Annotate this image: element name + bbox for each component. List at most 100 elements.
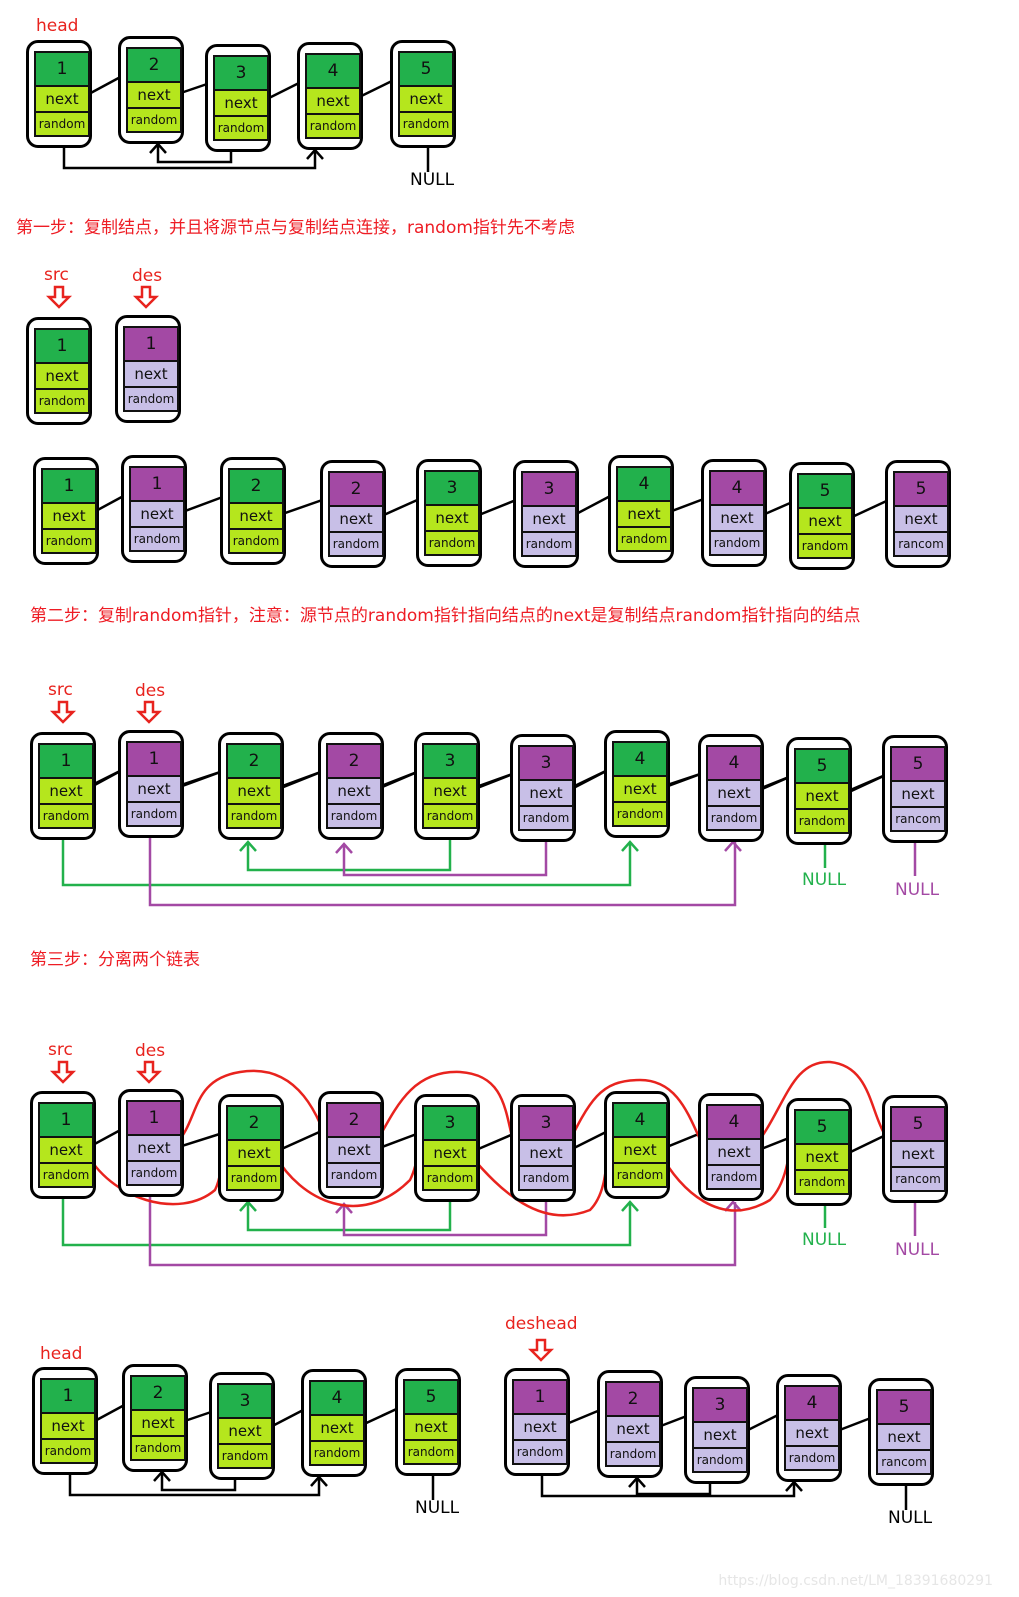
node-fields: 5 next random	[794, 748, 850, 834]
random-field: random	[426, 532, 478, 554]
node-value: 4	[708, 747, 760, 781]
node-value: 1	[131, 468, 183, 502]
next-field: next	[228, 779, 280, 805]
random-pointer-line	[148, 830, 737, 907]
node-fields: 1 next random	[40, 1378, 96, 1464]
arrowhead-icon	[785, 1480, 803, 1492]
node-value: 2	[330, 473, 382, 507]
source-node-5: 5 next random	[786, 1098, 852, 1206]
node-value: 2	[128, 49, 180, 83]
random-field: random	[711, 532, 763, 554]
next-field: next	[230, 504, 282, 530]
down-arrow-icon	[49, 1060, 77, 1084]
node-fields: 5 next rancom	[876, 1389, 932, 1475]
random-field: random	[128, 803, 180, 825]
next-field: next	[40, 1138, 92, 1164]
next-field: next	[131, 502, 183, 528]
next-field: next	[618, 502, 670, 528]
separated-next-line	[370, 1070, 517, 1151]
node-fields: 5 next random	[403, 1379, 459, 1465]
down-arrow-icon	[527, 1338, 555, 1362]
copy-node-3: 3 next random	[684, 1376, 750, 1484]
next-field: next	[786, 1421, 838, 1447]
copy-node-2: 2 next random	[318, 732, 384, 840]
next-field: next	[400, 87, 452, 113]
node-fields: 1 next random	[34, 328, 90, 414]
node-value: 2	[228, 745, 280, 779]
random-field: random	[219, 1445, 271, 1467]
node-fields: 1 next random	[126, 1100, 182, 1186]
arrowhead-icon	[628, 1476, 646, 1488]
next-field: next	[228, 1141, 280, 1167]
node-value: 1	[514, 1381, 566, 1415]
arrowhead-icon	[724, 1200, 742, 1212]
node-value: 3	[426, 472, 478, 506]
random-field: random	[796, 810, 848, 832]
next-field: next	[514, 1415, 566, 1441]
step-3-text: 第三步：分离两个链表	[30, 950, 200, 970]
node-fields: 3 next random	[521, 471, 577, 557]
node-fields: 4 next random	[706, 1104, 762, 1190]
source-node-1: 1 next random	[32, 1367, 98, 1475]
random-field: random	[311, 1442, 363, 1464]
random-field: random	[215, 117, 267, 139]
next-field: next	[311, 1416, 363, 1442]
copy-node-1: 1 next random	[504, 1368, 570, 1476]
node-value: 2	[228, 1107, 280, 1141]
copy-node-1: 1 next random	[121, 455, 187, 563]
copy-node-4: 4 next random	[701, 459, 767, 567]
next-field: next	[330, 507, 382, 533]
arrowhead-icon	[621, 1200, 639, 1212]
node-value: 3	[424, 1107, 476, 1141]
source-node-2: 2 next random	[218, 1094, 284, 1202]
node-fields: 5 next rancom	[890, 746, 946, 832]
node-value: 1	[42, 1380, 94, 1414]
node-value: 3	[523, 473, 575, 507]
deshead-label: deshead	[505, 1314, 578, 1334]
random-field: random	[40, 805, 92, 827]
next-field: next	[708, 781, 760, 807]
random-field: random	[607, 1443, 659, 1465]
node-value: 3	[694, 1389, 746, 1423]
null-label-purple: NULL	[895, 1240, 940, 1260]
node-value: 3	[520, 747, 572, 781]
node-value: 4	[786, 1387, 838, 1421]
node-value: 2	[328, 1104, 380, 1138]
copy-node-3: 3 next random	[510, 1094, 576, 1202]
node-fields: 2 next random	[228, 468, 284, 554]
node-value: 4	[614, 743, 666, 777]
node-fields: 3 next random	[217, 1383, 273, 1469]
random-pointer-line	[246, 832, 452, 872]
copy-node-5: 5 next rancom	[868, 1378, 934, 1486]
random-field: random	[405, 1441, 457, 1463]
arrowhead-icon	[335, 842, 353, 854]
node-value: 3	[219, 1385, 271, 1419]
src-marker: src	[48, 680, 73, 700]
next-field: next	[426, 506, 478, 532]
null-label-green: NULL	[802, 1230, 847, 1250]
copy-node-3: 3 next random	[513, 460, 579, 568]
node-fields: 4 next random	[784, 1385, 840, 1471]
separated-next-line	[563, 1078, 707, 1151]
step-1-text: 第一步：复制结点，并且将源节点与复制结点连接，random指针先不考虑	[16, 218, 575, 238]
random-field: random	[400, 113, 452, 135]
random-field: random	[514, 1441, 566, 1463]
node-fields: 1 next random	[126, 741, 182, 827]
node-fields: 1 next random	[38, 1102, 94, 1188]
node-fields: 2 next random	[605, 1381, 661, 1467]
node-fields: 3 next random	[518, 1105, 574, 1191]
next-field: next	[128, 83, 180, 109]
watermark: https://blog.csdn.net/LM_18391680291	[718, 1573, 993, 1589]
node-value: 4	[711, 472, 763, 506]
source-node-1: 1 next random	[33, 457, 99, 565]
node-value: 5	[405, 1381, 457, 1415]
node-fields: 1 next random	[34, 51, 90, 137]
random-pointer-line	[62, 138, 317, 170]
source-node-1: 1 next random	[30, 1091, 96, 1199]
random-field: random	[132, 1437, 184, 1459]
source-node-5: 5 next random	[395, 1368, 461, 1476]
node-value: 3	[424, 745, 476, 779]
random-field: random	[128, 109, 180, 131]
next-field: next	[132, 1411, 184, 1437]
node-fields: 5 next random	[794, 1109, 850, 1195]
